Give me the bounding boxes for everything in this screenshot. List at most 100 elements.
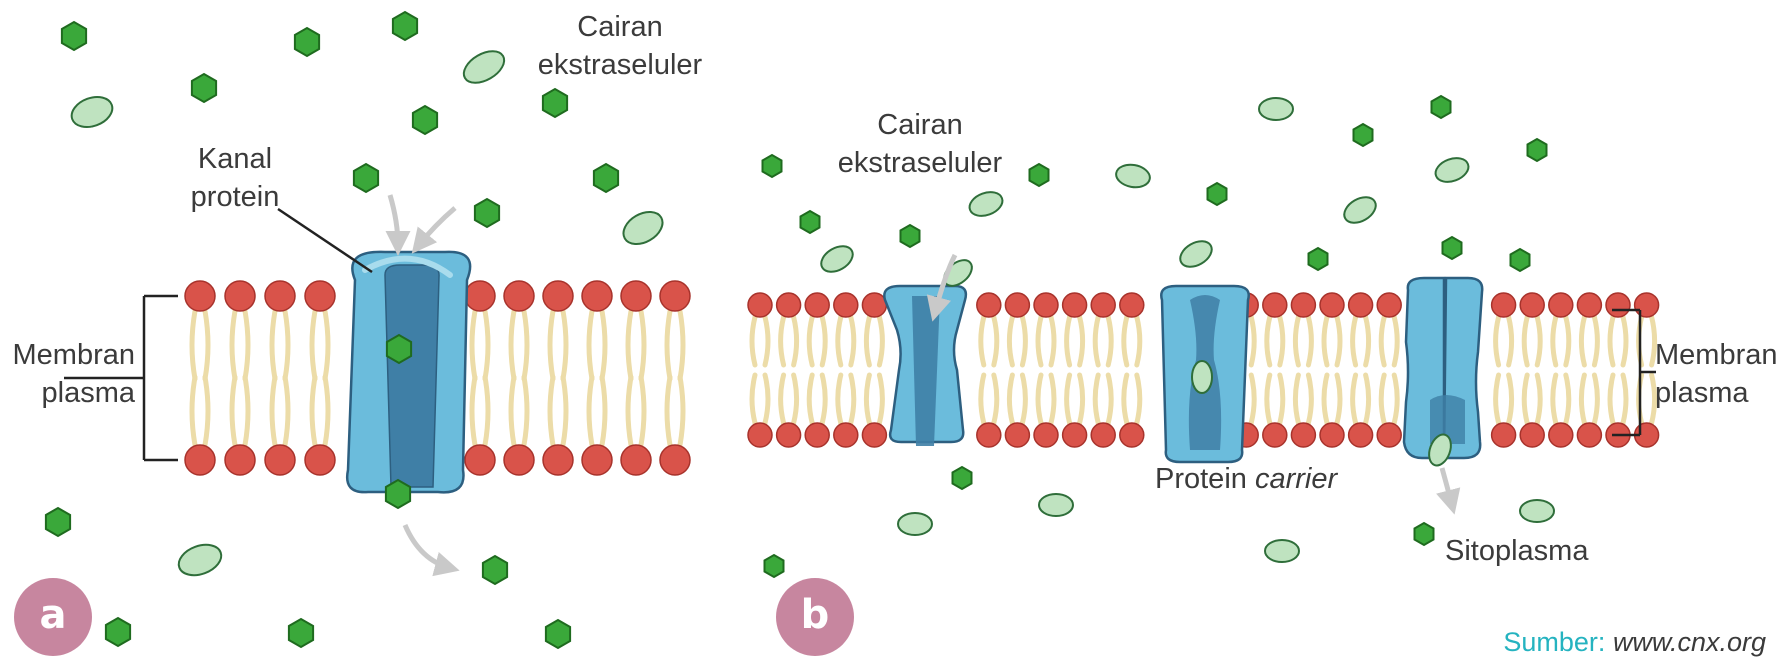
phospholipid-head bbox=[1004, 422, 1031, 448]
solute-hexagon bbox=[1509, 247, 1531, 273]
solute-oval bbox=[1264, 539, 1300, 563]
solute-hexagon bbox=[761, 153, 783, 179]
phospholipid-head bbox=[1119, 422, 1145, 448]
lipid-tail bbox=[547, 374, 569, 448]
lipid-tail bbox=[1550, 372, 1572, 426]
lipid-tail bbox=[863, 314, 885, 368]
lipid-tail bbox=[1264, 314, 1286, 368]
phospholipid-head bbox=[1033, 422, 1059, 448]
solute-oval bbox=[820, 245, 854, 273]
solute-hexagon bbox=[473, 197, 501, 229]
panel-b-membrane-label: Membran plasma bbox=[1655, 336, 1790, 412]
phospholipid-head bbox=[1262, 292, 1288, 318]
phospholipid-head bbox=[1004, 292, 1031, 318]
phospholipid-head bbox=[1090, 292, 1116, 318]
phospholipid-head bbox=[1490, 292, 1517, 318]
solute-oval bbox=[968, 191, 1004, 217]
lipid-tail bbox=[835, 314, 857, 368]
solute-hexagon bbox=[1526, 137, 1548, 163]
channel-protein-leader bbox=[277, 207, 373, 274]
solute-hexagon bbox=[293, 26, 321, 58]
solute-hexagon bbox=[384, 478, 412, 510]
lipid-tail bbox=[269, 308, 291, 382]
solute-hexagon bbox=[763, 553, 785, 579]
lipid-tail bbox=[664, 308, 686, 382]
solute-hexagon bbox=[1441, 235, 1463, 261]
lipid-tail bbox=[1321, 372, 1343, 426]
phospholipid-head bbox=[1119, 292, 1145, 318]
channel-protein-line1: Kanal bbox=[197, 143, 273, 175]
lipid-tail bbox=[1521, 314, 1543, 368]
lipid-tail bbox=[1578, 372, 1600, 426]
lipid-tail bbox=[1292, 314, 1314, 368]
phospholipid-head bbox=[304, 444, 336, 476]
solute-hexagon bbox=[1413, 521, 1435, 547]
phospholipid-head bbox=[1347, 292, 1374, 318]
panel-a-extracellular-line2: ekstraseluler bbox=[537, 49, 703, 81]
solute-hexagon bbox=[1352, 122, 1374, 148]
phospholipid-head bbox=[620, 444, 652, 476]
phospholipid-head bbox=[1548, 422, 1574, 448]
phospholipid-head bbox=[861, 292, 888, 318]
lipid-tail bbox=[1006, 314, 1028, 368]
lipid-tail bbox=[664, 374, 686, 448]
lipid-tail bbox=[1264, 372, 1286, 426]
phospholipid-head bbox=[503, 280, 535, 312]
solute-hexagon bbox=[1206, 181, 1228, 207]
solute-oval bbox=[1038, 493, 1074, 517]
lipid-tail bbox=[1578, 314, 1600, 368]
solute-oval bbox=[462, 50, 506, 84]
lipid-tail bbox=[229, 374, 251, 448]
phospholipid-head bbox=[1519, 292, 1545, 318]
gated-channel-protein bbox=[1402, 276, 1484, 460]
solute-hexagon bbox=[287, 617, 315, 649]
phospholipid-head bbox=[581, 444, 613, 476]
lipid-tail bbox=[189, 374, 211, 448]
phospholipid-head bbox=[861, 422, 888, 448]
solute-hexagon bbox=[951, 465, 973, 491]
lipid-tail bbox=[1064, 314, 1086, 368]
solute-hexagon bbox=[44, 506, 72, 538]
panel-a-extracellular-label: Cairan ekstraseluler bbox=[520, 8, 720, 84]
phospholipid-head bbox=[1548, 292, 1574, 318]
solute-hexagon bbox=[1430, 94, 1452, 120]
phospholipid-head bbox=[542, 444, 574, 476]
lipid-tail bbox=[1121, 314, 1143, 368]
phospholipid-head bbox=[620, 280, 652, 312]
phospholipid-head bbox=[464, 280, 496, 312]
lipid-tail bbox=[309, 308, 331, 382]
phospholipid-head bbox=[1376, 422, 1402, 448]
phospholipid-head bbox=[1319, 292, 1345, 318]
arrow-out-of-channel-a bbox=[402, 524, 460, 577]
lipid-tail bbox=[978, 372, 1000, 426]
lipid-tail bbox=[1350, 372, 1372, 426]
lipid-tail bbox=[189, 308, 211, 382]
lipid-tail bbox=[1493, 314, 1515, 368]
arrow-into-channel-a-2 bbox=[411, 206, 457, 254]
phospholipid-head bbox=[224, 280, 256, 312]
panel-b-extracellular-label: Cairan ekstraseluler bbox=[820, 106, 1020, 182]
lipid-tail bbox=[1350, 314, 1372, 368]
phospholipid-head bbox=[264, 444, 296, 476]
arrow-into-channel-b bbox=[926, 253, 958, 322]
lipid-tail bbox=[508, 374, 530, 448]
solute-oval bbox=[1434, 157, 1470, 183]
solute-hexagon bbox=[481, 554, 509, 586]
phospholipid-head bbox=[1490, 422, 1517, 448]
lipid-tail bbox=[1550, 314, 1572, 368]
phospholipid-head bbox=[1262, 422, 1288, 448]
phospholipid-head bbox=[224, 444, 256, 476]
lipid-tail bbox=[1378, 314, 1400, 368]
solute-hexagon bbox=[541, 87, 569, 119]
phospholipid-head bbox=[833, 292, 859, 318]
solute-oval bbox=[1428, 433, 1452, 467]
solute-oval bbox=[1179, 240, 1213, 268]
lipid-tail bbox=[1493, 372, 1515, 426]
lipid-tail bbox=[978, 314, 1000, 368]
phospholipid-head bbox=[464, 444, 496, 476]
solute-hexagon bbox=[391, 10, 419, 42]
channel-protein-small-pore bbox=[912, 296, 940, 446]
panel-b-badge: b bbox=[776, 578, 854, 656]
panel-b-extracellular-line1: Cairan bbox=[877, 109, 963, 141]
